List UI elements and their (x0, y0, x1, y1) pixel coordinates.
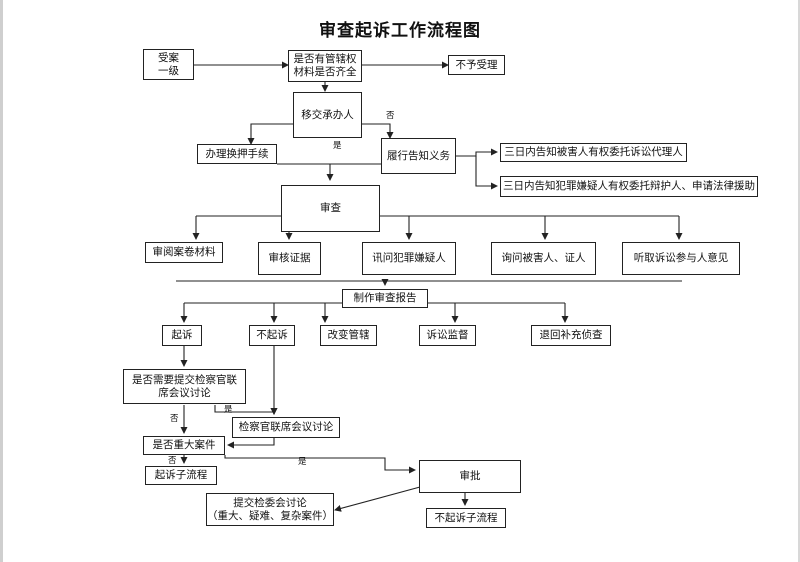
node-verify-evidence: 审核证据 (258, 242, 321, 275)
node-report: 制作审查报告 (342, 289, 428, 308)
node-handover: 办理换押手续 (197, 144, 277, 164)
node-notify-duty: 履行告知义务 (381, 138, 456, 174)
node-litigation-supervision: 诉讼监督 (419, 325, 476, 346)
node-check-jurisdiction: 是否有管辖权 材料是否齐全 (288, 50, 362, 82)
arrow-joint-to-major (227, 438, 275, 449)
node-joint-meeting: 检察官联席会议讨论 (232, 417, 340, 438)
arrow-notify-to-suspect (475, 156, 498, 190)
edge-label-yes-3: 是 (298, 457, 307, 467)
node-prosecute: 起诉 (162, 325, 202, 346)
node-notify-suspect: 三日内告知犯罪嫌疑人有权委托辩护人、申请法律援助 (500, 176, 758, 197)
node-prosecution-subflow: 起诉子流程 (145, 466, 217, 485)
node-read-files: 审阅案卷材料 (145, 242, 223, 263)
node-notify-victim: 三日内告知被害人有权委托诉讼代理人 (500, 143, 687, 162)
arrow-approval-to-committee (334, 486, 421, 512)
node-no-prosecute: 不起诉 (249, 325, 295, 346)
node-accept: 受案 一级 (143, 49, 194, 80)
node-committee: 提交检委会讨论 （重大、疑难、复杂案件） (206, 493, 334, 526)
arrow-transfer-to-handover (247, 123, 293, 145)
node-transfer: 移交承办人 (293, 92, 362, 138)
scan-edge-right (798, 0, 800, 562)
edge-label-no-1: 否 (386, 111, 395, 121)
scan-edge-left (0, 0, 3, 562)
node-reject: 不予受理 (448, 55, 505, 75)
node-no-prosecution-subflow: 不起诉子流程 (426, 508, 506, 528)
node-hear-opinions: 听取诉讼参与人意见 (622, 242, 740, 275)
node-interrogate: 讯问犯罪嫌疑人 (362, 242, 456, 275)
node-need-joint-meeting: 是否需要提交检察官联 席会议讨论 (123, 369, 246, 404)
node-inquire: 询问被害人、证人 (491, 242, 596, 275)
node-return-investigation: 退回补充侦查 (531, 325, 611, 346)
edge-label-no-2: 否 (170, 414, 179, 424)
node-review: 审查 (281, 185, 380, 232)
arrow-notify-to-victim (456, 148, 498, 157)
page-title: 审查起诉工作流程图 (319, 21, 481, 41)
edge-label-yes-2: 是 (224, 405, 233, 415)
node-major-case: 是否重大案件 (143, 436, 225, 455)
node-change-jurisdiction: 改变管辖 (320, 325, 377, 346)
edge-label-yes-1: 是 (333, 141, 342, 151)
edge-label-no-3: 否 (168, 456, 177, 466)
node-approval: 审批 (419, 460, 521, 493)
arrow-major-yes (224, 455, 416, 474)
arrow-transfer-to-notify (362, 123, 394, 139)
